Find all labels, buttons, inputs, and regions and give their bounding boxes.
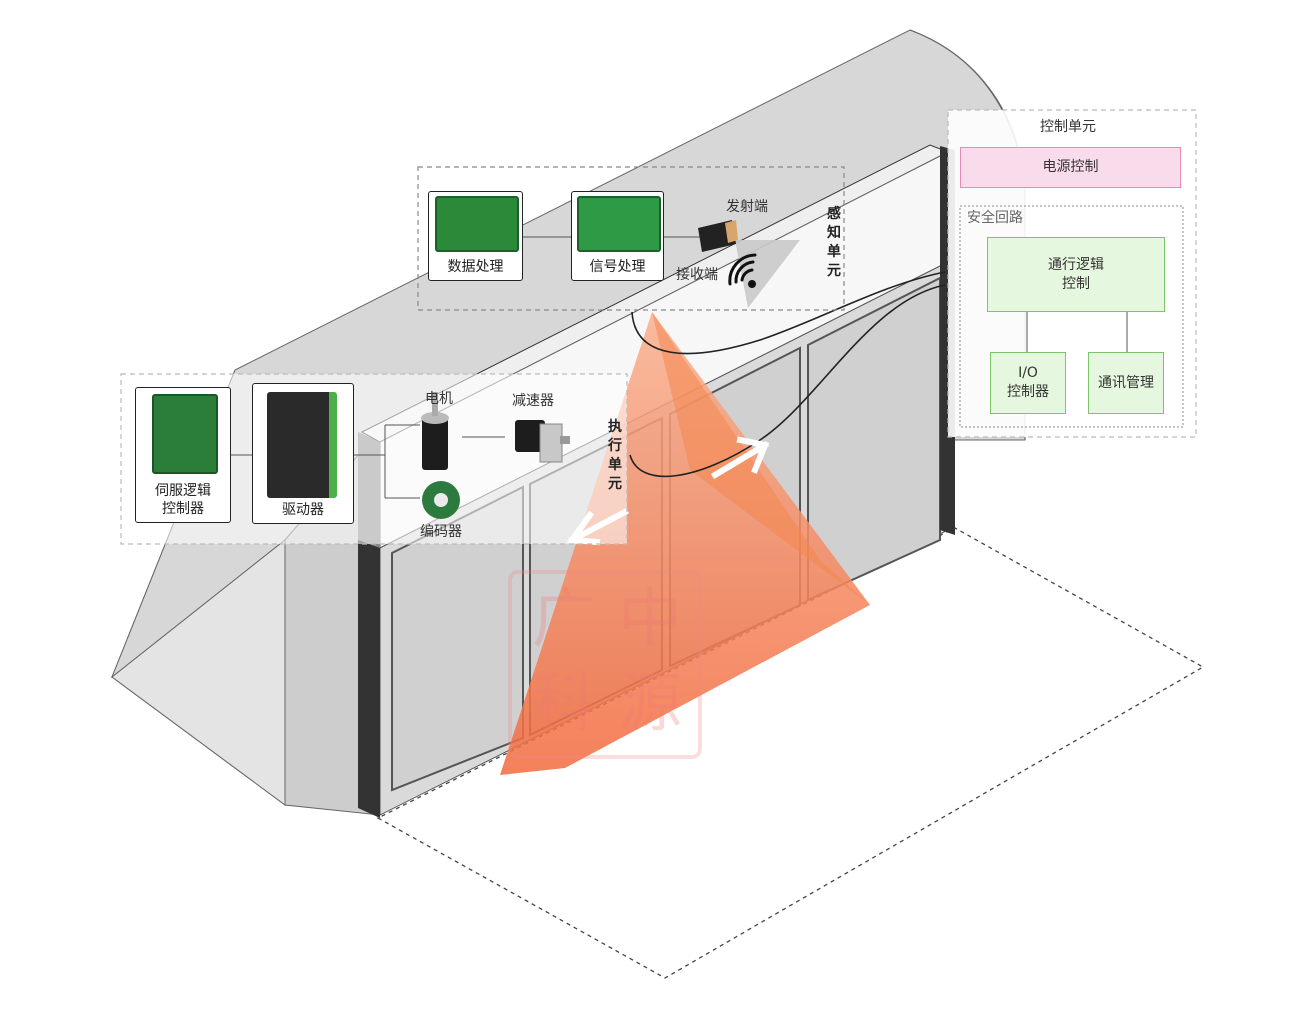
watermark-stamp xyxy=(508,570,702,759)
pass-logic-label-line2: 控制 xyxy=(1062,275,1090,292)
reducer-label: 减速器 xyxy=(512,393,554,409)
data-processing-label: 数据处理 xyxy=(447,259,504,275)
watermark-char-2: 中 xyxy=(618,583,682,657)
watermark-char-4: 源 xyxy=(618,667,682,741)
signal-processing-card: 信号处理 xyxy=(571,191,664,281)
motor-device xyxy=(421,392,449,470)
power-control-box: 电源控制 xyxy=(960,147,1181,188)
watermark: 广 中 科 源 xyxy=(518,580,694,750)
servo-controller-label-line2: 控制器 xyxy=(162,501,204,517)
receiver-cone xyxy=(735,240,800,308)
pass-logic-label-line1: 通行逻辑 xyxy=(1048,256,1104,273)
control-unit-title: 控制单元 xyxy=(1040,119,1096,135)
safety-circuit-outline xyxy=(959,205,1184,428)
signal-processing-board-image xyxy=(577,196,661,252)
sensing-unit-outline xyxy=(417,166,845,311)
reducer-device xyxy=(515,420,570,463)
watermark-char-1: 广 xyxy=(532,583,596,657)
driver-card: 驱动器 xyxy=(252,383,354,524)
data-processing-card: 数据处理 xyxy=(428,191,523,281)
driver-image xyxy=(267,392,337,498)
encoder-device xyxy=(422,481,460,519)
io-label-line1: I/O xyxy=(1018,365,1038,381)
signal-processing-label: 信号处理 xyxy=(589,259,646,275)
io-controller-box: I/O 控制器 xyxy=(990,352,1066,414)
data-processing-board-image xyxy=(435,196,519,252)
wire-sensing xyxy=(631,271,946,355)
pass-logic-control-box: 通行逻辑 控制 xyxy=(987,237,1165,312)
actuator-unit-title: 执行单元 xyxy=(608,419,622,492)
safety-circuit-label: 安全回路 xyxy=(967,210,1023,226)
servo-controller-card: 伺服逻辑 控制器 xyxy=(135,387,231,523)
motor-label: 电机 xyxy=(425,391,453,407)
driver-label: 驱动器 xyxy=(282,502,324,518)
receiver-label: 接收端 xyxy=(676,267,718,283)
wifi-signal-icon xyxy=(728,253,757,288)
servo-controller-label-line1: 伺服逻辑 xyxy=(155,483,211,499)
encoder-label: 编码器 xyxy=(420,524,462,540)
io-label-line2: 控制器 xyxy=(1007,384,1049,400)
servo-board-image xyxy=(152,394,218,474)
sensing-unit-title: 感知单元 xyxy=(827,206,841,279)
emitter-label: 发射端 xyxy=(726,199,768,215)
comm-management-box: 通讯管理 xyxy=(1088,352,1164,414)
wire-actuator xyxy=(629,284,946,478)
detection-beam-light xyxy=(500,312,870,775)
watermark-char-3: 科 xyxy=(532,667,596,741)
emitter-device xyxy=(698,220,738,252)
